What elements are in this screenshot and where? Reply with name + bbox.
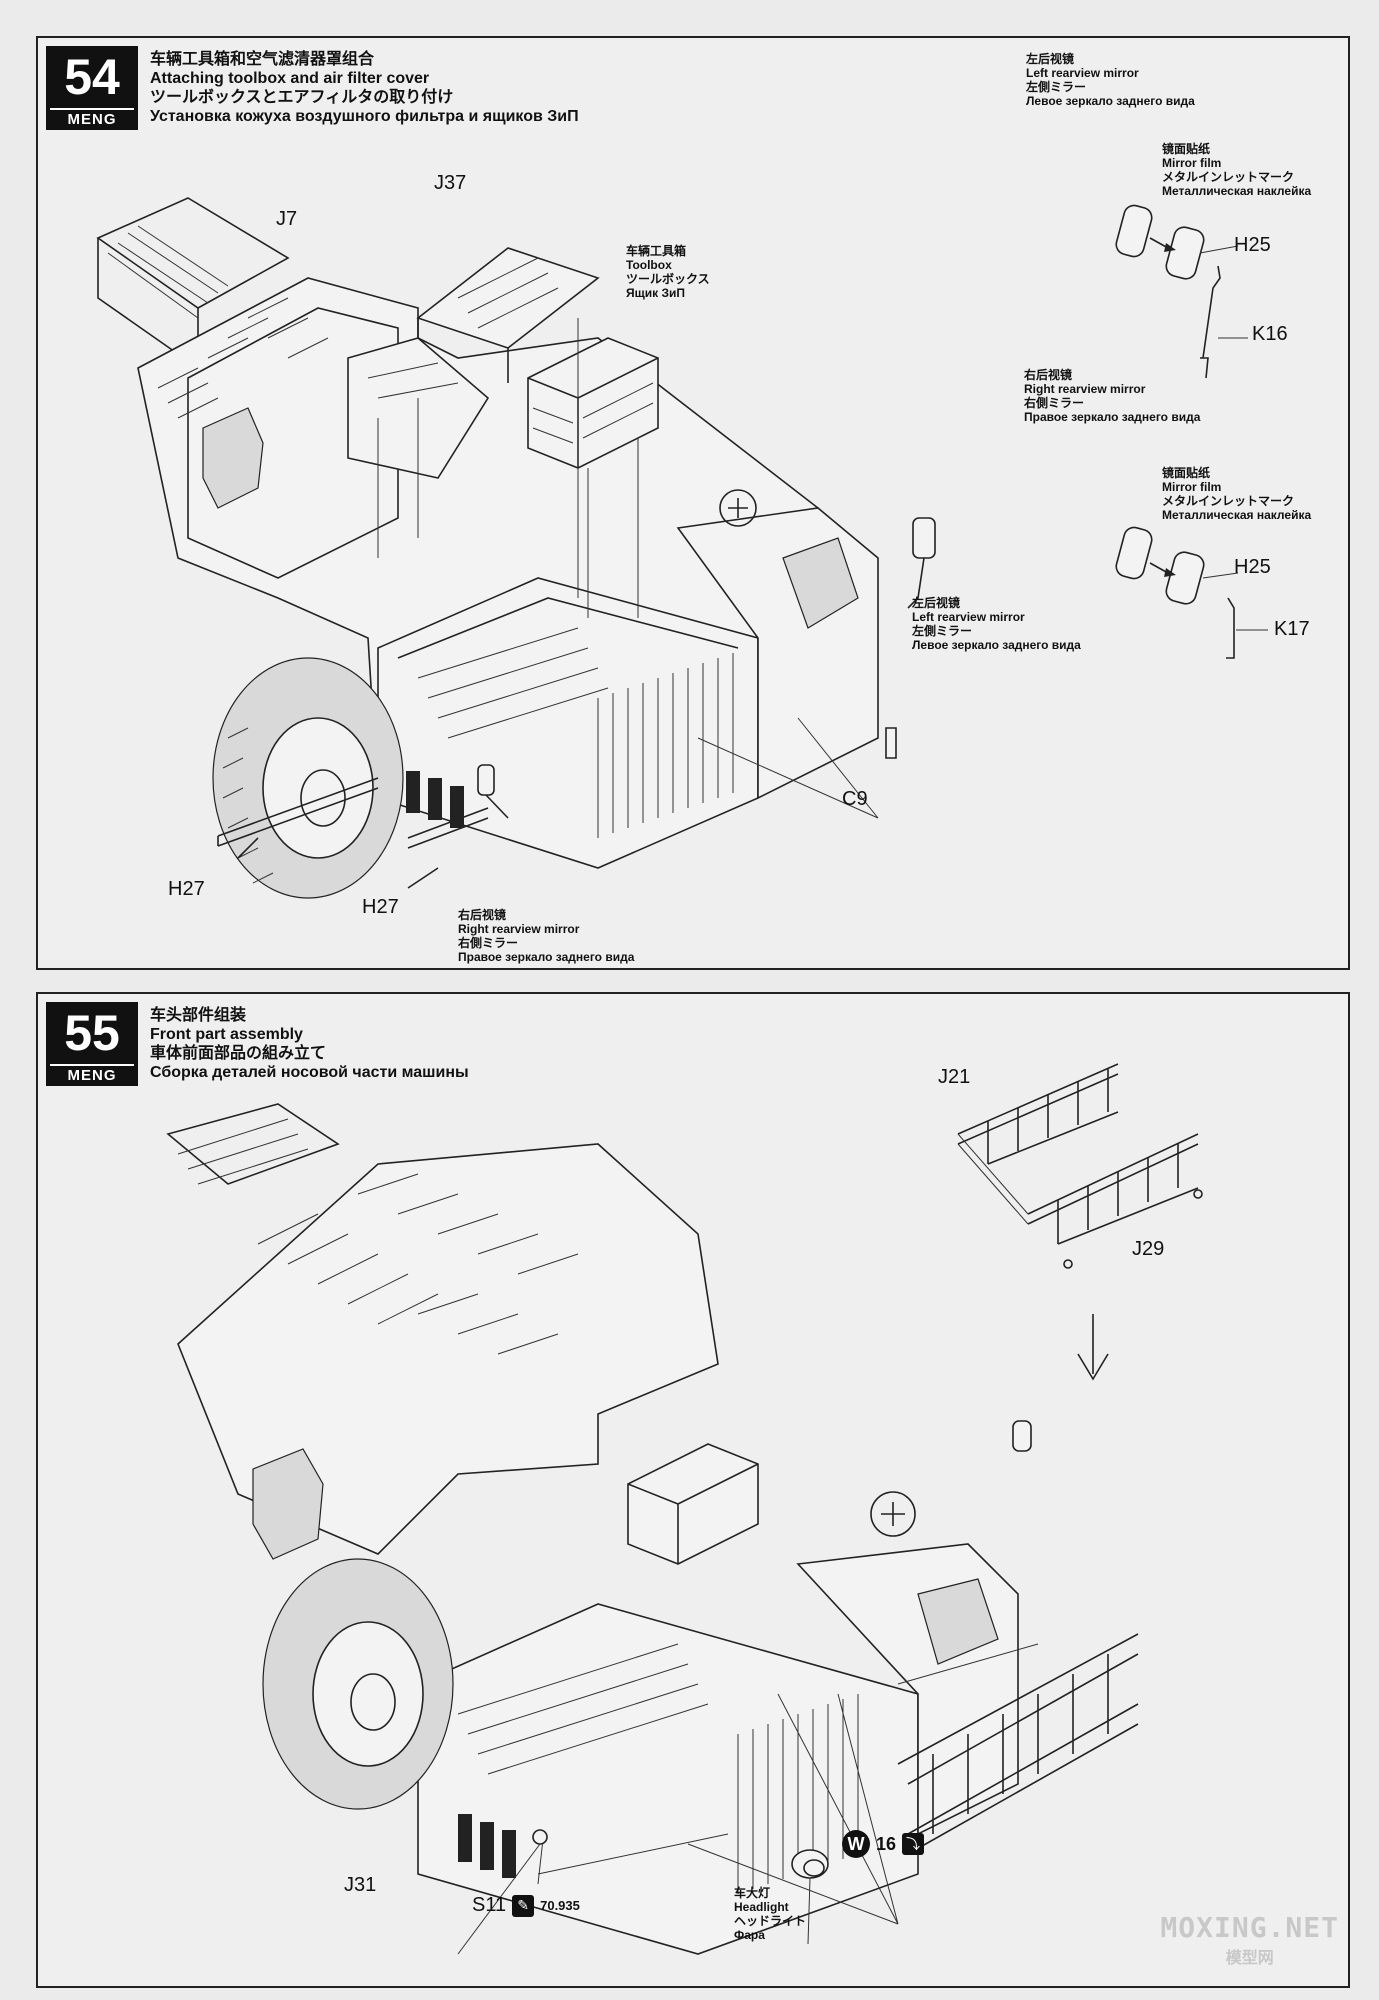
headlight-part (791, 1849, 829, 1879)
mirror-assembly-1 (1115, 204, 1248, 379)
title-zh: 车辆工具箱和空气滤清器罩组合 (150, 51, 375, 68)
callout-mirror-film-1: 镜面贴纸 Mirror film メタルインレットマーク Металлическ… (1162, 142, 1312, 198)
decal-instruction: W 16 ⤵ (842, 1830, 925, 1858)
part-label-j29: J29 (1132, 1238, 1165, 1260)
title-en: Attaching toolbox and air filter cover (150, 70, 430, 87)
assembly-arrows (377, 318, 639, 618)
decal-sheet-badge: W (842, 1830, 870, 1858)
cab-body (177, 1143, 719, 1560)
title-ja: ツールボックスとエアフィルタの取り付け (150, 89, 454, 106)
step-badge: 55 MENG (46, 1002, 138, 1086)
step-55-panel: 55 MENG 车头部件组装 Front part assembly 車体前面部… (36, 992, 1350, 1988)
part-label-j37: J37 (434, 172, 467, 194)
paint-instruction: S11 ✎ 70.935 (472, 1894, 580, 1917)
part-label-h25-1: H25 (1234, 234, 1271, 256)
truck-drawing-step-54 (96, 197, 1268, 899)
title-zh: 车头部件组装 (150, 1007, 247, 1024)
part-label-j7: J7 (276, 208, 298, 230)
air-filter-cover (416, 247, 600, 383)
callout-mirror-film-2: 镜面贴纸 Mirror film メタルインレットマーク Металлическ… (1162, 466, 1312, 522)
callout-toolbox: 车辆工具箱 Toolbox ツールボックス Ящик ЗиП (626, 244, 710, 300)
title-ja: 車体前面部品の組み立て (150, 1045, 327, 1062)
callout-left-mirror-cab: 左后视镜 Left rearview mirror 左側ミラー Левое зе… (912, 596, 1081, 652)
brand-logo: MENG (50, 108, 134, 128)
c9-part (885, 727, 897, 759)
ladder-attached (897, 1633, 1139, 1855)
part-label-h25-2: H25 (1234, 556, 1271, 578)
c9-leader (697, 717, 879, 819)
part-label-k16: K16 (1252, 323, 1288, 345)
title-ru: Установка кожуха воздушного фильтра и ящ… (150, 108, 579, 125)
label-leaders (457, 1843, 811, 1955)
site-watermark: MOXING.NET 模型网 (1160, 1911, 1339, 1967)
step-54-panel: 54 MENG 车辆工具箱和空气滤清器罩组合 Attaching toolbox… (36, 36, 1350, 970)
step-title: 车辆工具箱和空气滤清器罩组合 Attaching toolbox and air… (150, 50, 579, 126)
step-badge: 54 MENG (46, 46, 138, 130)
part-label-h27-1: H27 (168, 878, 205, 900)
engine-hood (377, 577, 759, 869)
title-en: Front part assembly (150, 1026, 303, 1043)
truck-drawing-step-55 (166, 1063, 1203, 1955)
title-ru: Сборка деталей носовой части машины (150, 1064, 469, 1081)
s11-part (532, 1829, 548, 1845)
step-title: 车头部件组装 Front part assembly 車体前面部品の組み立て С… (150, 1006, 469, 1082)
part-label-s11: S11 (472, 1894, 507, 1916)
part-label-h27-2: H27 (362, 896, 399, 918)
callout-headlight: 车大灯 Headlight ヘッドライト Фара (734, 1886, 807, 1942)
part-label-j21: J21 (938, 1066, 971, 1088)
callout-right-mirror-bottom: 右后视镜 Right rearview mirror 右側ミラー Правое … (458, 908, 635, 964)
brush-icon: ✎ (512, 1894, 535, 1917)
part-label-k17: K17 (1274, 618, 1310, 640)
mirror-assembly-2 (1115, 526, 1268, 659)
paint-code: 70.935 (540, 1898, 580, 1913)
front-cab (676, 489, 879, 800)
front-cab (796, 1420, 1032, 1836)
arrow-down-icon (1077, 1314, 1109, 1381)
assembly-leaders (537, 1643, 1039, 1925)
callout-left-mirror-top: 左后视镜 Left rearview mirror 左側ミラー Левое зе… (1026, 52, 1195, 108)
part-label-c9: C9 (842, 788, 868, 810)
cement-icon: ⤵ (902, 1833, 925, 1855)
step-number: 55 (64, 1005, 120, 1061)
cab-mirror (477, 517, 936, 819)
handles-h27 (217, 777, 489, 889)
toolbox-installed (627, 1443, 759, 1565)
step-number: 54 (64, 49, 120, 105)
callout-right-mirror-side: 右后视镜 Right rearview mirror 右側ミラー Правое … (1024, 368, 1201, 424)
ladders-j21-j29 (957, 1063, 1203, 1269)
front-wheel (212, 657, 404, 899)
decal-number: 16 (876, 1833, 897, 1854)
part-label-j31: J31 (344, 1874, 377, 1896)
brand-logo: MENG (50, 1064, 134, 1084)
front-wheel (262, 1558, 454, 1810)
launcher-rails (166, 1103, 340, 1185)
